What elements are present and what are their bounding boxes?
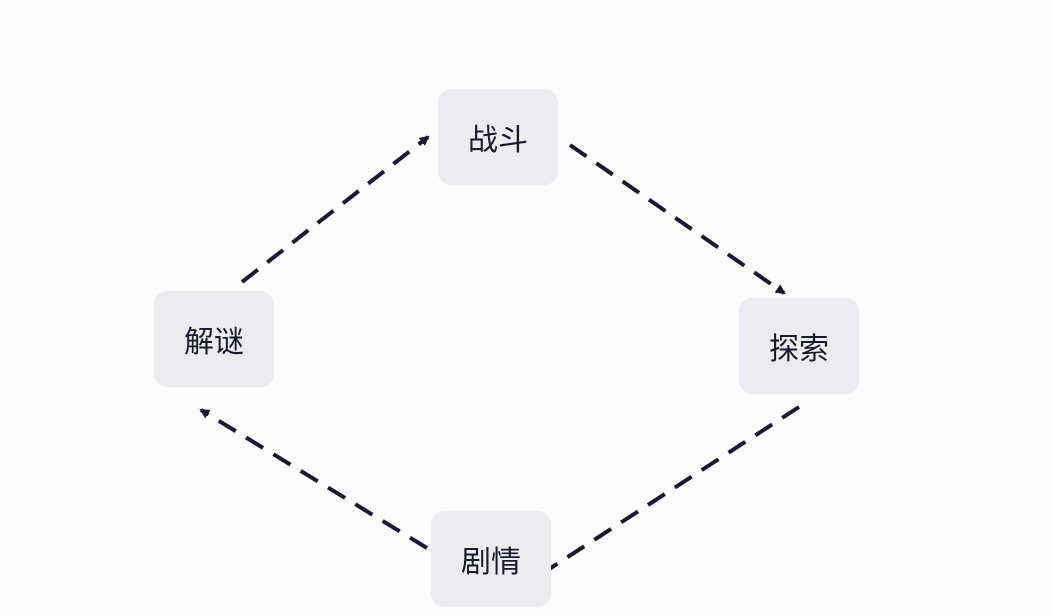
edge-top-to-right [568,143,786,295]
node-puzzle: 解谜 [154,291,274,387]
node-puzzle-label: 解谜 [184,325,244,360]
node-combat-label: 战斗 [468,123,528,158]
node-story: 剧情 [431,511,551,607]
node-story-label: 剧情 [461,545,521,580]
node-exploration: 探索 [739,298,859,394]
edge-left-to-top [240,135,430,284]
node-exploration-label: 探索 [769,332,829,367]
node-combat: 战斗 [438,89,558,185]
edge-bottom-to-left [199,408,429,550]
edge-right-to-bottom [538,405,801,577]
